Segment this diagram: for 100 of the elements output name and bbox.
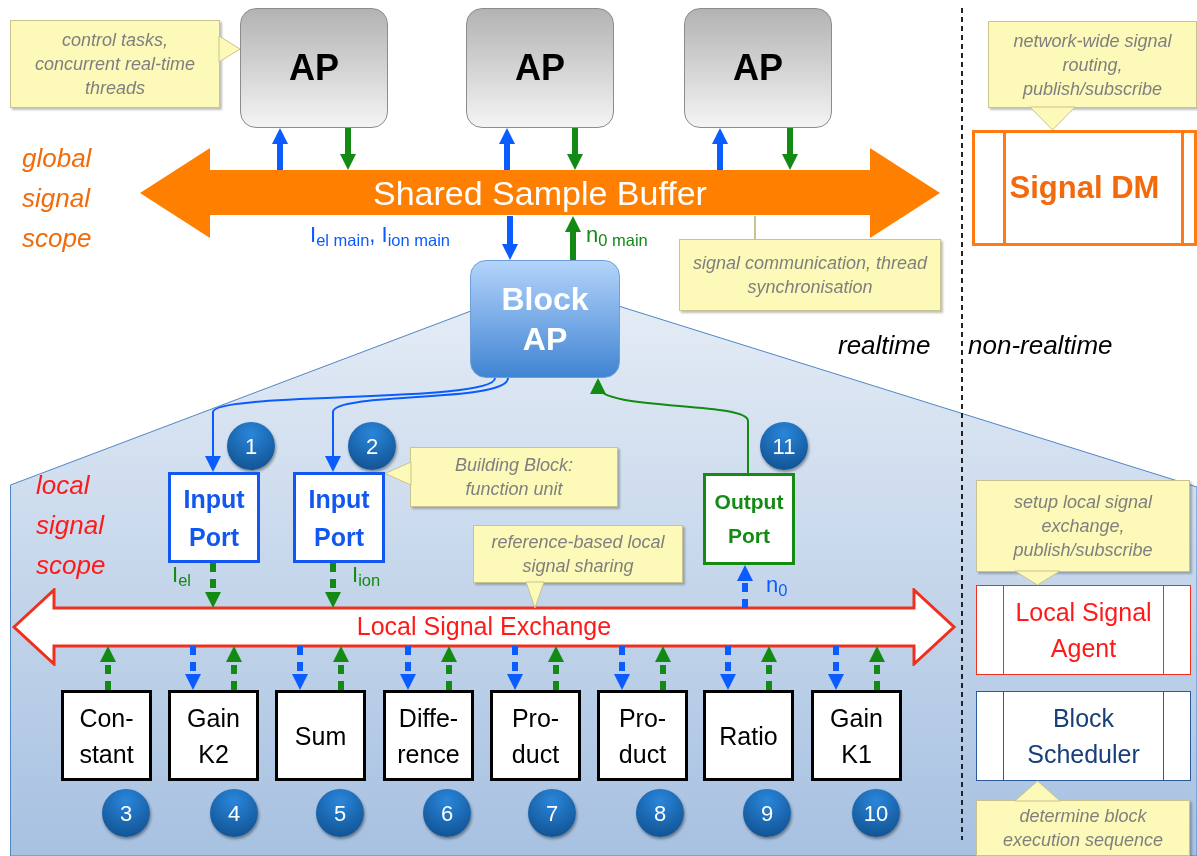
arrow bbox=[761, 646, 777, 690]
port-box bbox=[168, 472, 260, 563]
badge-number: 1 bbox=[244, 432, 258, 461]
badge-number: 2 bbox=[365, 432, 379, 461]
arrow bbox=[272, 128, 288, 170]
arrow bbox=[185, 646, 201, 690]
badge-number: 4 bbox=[227, 799, 241, 828]
callout-pointer bbox=[1014, 570, 1061, 586]
edge-label: n$_{0}$ bbox=[766, 572, 788, 598]
edge-label: n$_{0 main}$ bbox=[586, 222, 648, 248]
badge-number: 10 bbox=[863, 799, 889, 828]
arrow bbox=[655, 646, 671, 690]
arrow bbox=[548, 646, 564, 690]
box-label: Signal DM bbox=[1009, 168, 1160, 207]
scope-label: global signal scope bbox=[22, 142, 93, 255]
arrow bbox=[737, 565, 753, 608]
arrow bbox=[441, 646, 457, 690]
arrow bbox=[720, 646, 736, 690]
box-label: Con- stant bbox=[78, 702, 135, 770]
arrow bbox=[869, 646, 885, 690]
scope-label: non-realtime bbox=[968, 329, 1113, 362]
badge-number: 6 bbox=[440, 799, 454, 828]
process-box bbox=[240, 8, 388, 128]
arrow bbox=[499, 128, 515, 170]
arrow bbox=[226, 646, 242, 690]
callout-pointer bbox=[525, 581, 545, 609]
box-label: AP bbox=[515, 46, 565, 90]
arrow bbox=[325, 563, 341, 608]
arrow bbox=[828, 646, 844, 690]
box-label: Pro- duct bbox=[617, 702, 668, 770]
callout-box bbox=[679, 239, 941, 311]
arrow bbox=[292, 646, 308, 690]
arrow bbox=[205, 563, 221, 608]
arrow bbox=[325, 377, 509, 472]
badge-number: 3 bbox=[119, 799, 133, 828]
callout-text: setup local signal exchange, publish/subscribe bbox=[1012, 491, 1154, 562]
box-label: Block AP bbox=[500, 280, 590, 359]
callout-text: network-wide signal routing, publish/subscribe bbox=[1012, 29, 1173, 101]
block-box bbox=[597, 690, 688, 781]
arrow bbox=[712, 128, 728, 170]
badge-number: 7 bbox=[545, 799, 559, 828]
process-box bbox=[466, 8, 614, 128]
block-box bbox=[490, 690, 581, 781]
callout-box bbox=[10, 20, 220, 108]
arrow bbox=[400, 646, 416, 690]
arrow bbox=[614, 646, 630, 690]
badge-number: 5 bbox=[333, 799, 347, 828]
box-label: AP bbox=[289, 46, 339, 90]
arrow bbox=[565, 216, 581, 260]
box-label: Pro- duct bbox=[510, 702, 561, 770]
process-box bbox=[976, 585, 1191, 675]
arrow bbox=[340, 128, 356, 170]
leader-line bbox=[754, 215, 756, 241]
arrow bbox=[100, 646, 116, 690]
box-label: Shared Sample Buffer bbox=[373, 172, 707, 214]
box-label: Diffe- rence bbox=[396, 702, 461, 770]
port-box bbox=[703, 473, 795, 565]
scope-label: realtime bbox=[838, 329, 931, 362]
arrow bbox=[507, 646, 523, 690]
block-box bbox=[811, 690, 902, 781]
arrow bbox=[333, 646, 349, 690]
callout-pointer bbox=[384, 461, 412, 486]
box-label: AP bbox=[733, 46, 783, 90]
block-box bbox=[275, 690, 366, 781]
badge-number: 11 bbox=[772, 432, 796, 461]
block-box bbox=[61, 690, 152, 781]
box-label: Gain K1 bbox=[829, 702, 884, 770]
callout-pointer bbox=[1014, 780, 1061, 802]
box-label: Input Port bbox=[182, 483, 246, 553]
process-box bbox=[976, 691, 1191, 781]
arrow bbox=[205, 377, 496, 472]
process-box bbox=[684, 8, 832, 128]
box-label: Local Signal Agent bbox=[1014, 597, 1153, 664]
callout-text: determine block execution sequence bbox=[1001, 805, 1165, 852]
badge-number: 8 bbox=[653, 799, 667, 828]
edge-label: I$_{el}$ bbox=[172, 562, 191, 588]
callout-box bbox=[410, 447, 618, 507]
callout-text: reference-based local signal sharing bbox=[490, 531, 666, 578]
callout-pointer bbox=[218, 35, 241, 63]
badge-number: 9 bbox=[760, 799, 774, 828]
process-box bbox=[972, 130, 1197, 246]
callout-text: Building Block: function unit bbox=[453, 454, 575, 501]
callout-pointer bbox=[1029, 106, 1076, 131]
edge-label: I$_{ion}$ bbox=[352, 562, 381, 588]
edge-label: I$_{el main}$, I$_{ion main}$ bbox=[310, 222, 451, 248]
callout-text: signal communication, thread synchronisation bbox=[692, 252, 928, 299]
block-box bbox=[383, 690, 474, 781]
port-box bbox=[293, 472, 385, 563]
arrow bbox=[782, 128, 798, 170]
block-box bbox=[168, 690, 259, 781]
callout-box bbox=[473, 525, 683, 583]
box-label: Gain K2 bbox=[186, 702, 241, 770]
box-label: Local Signal Exchange bbox=[356, 611, 612, 643]
box-label: Input Port bbox=[307, 483, 371, 553]
callout-text: control tasks, concurrent real-time threads bbox=[33, 29, 197, 100]
box-label: Block Scheduler bbox=[1026, 703, 1141, 770]
scope-label: local signal scope bbox=[36, 469, 107, 582]
box-label: Sum bbox=[294, 720, 347, 752]
arrow bbox=[502, 216, 518, 260]
block-box bbox=[703, 690, 794, 781]
